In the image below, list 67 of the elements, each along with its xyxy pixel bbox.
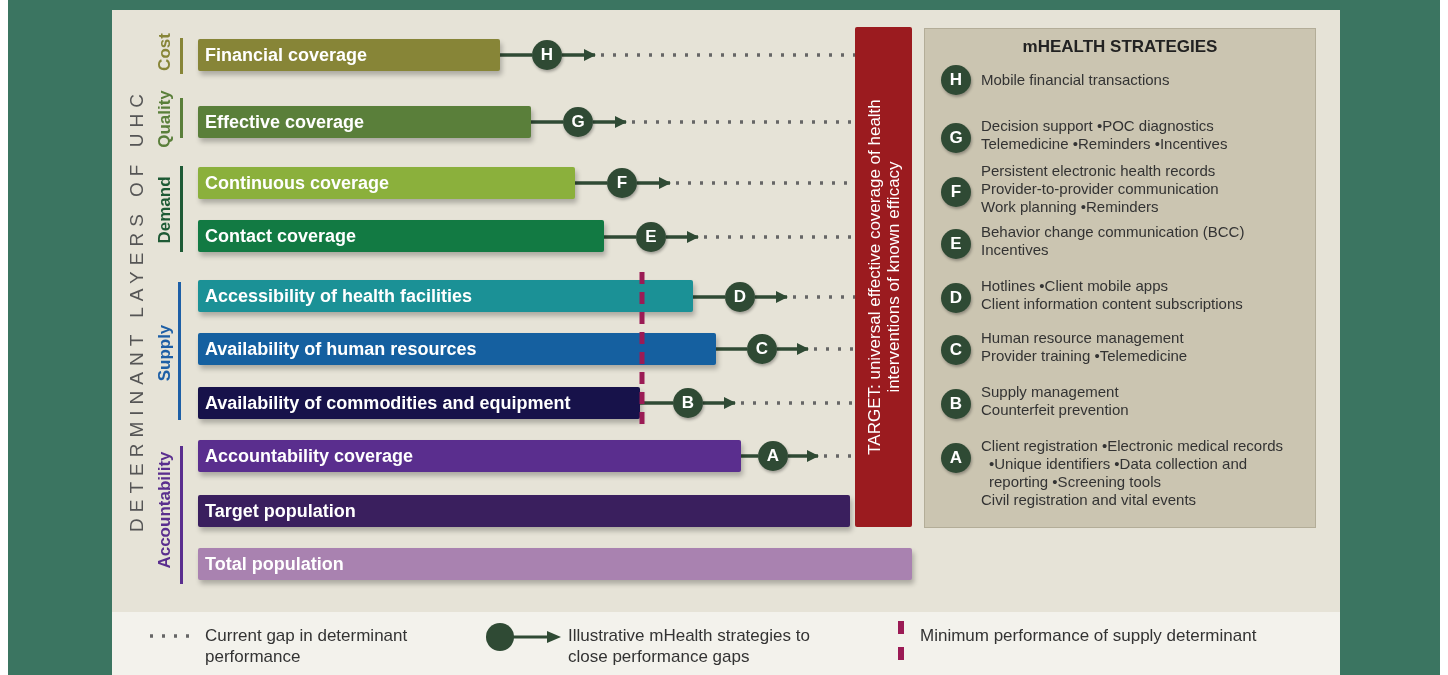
group-label: Accountability [155, 450, 175, 571]
strategy-text: Mobile financial transactions [981, 71, 1170, 89]
strategy-badge: G [941, 123, 971, 153]
legend-text: Illustrative mHealth strategies to close performance gaps [568, 625, 811, 667]
group-label: Cost [155, 32, 175, 73]
group-label: Supply [155, 323, 175, 384]
panel-title: mHEALTH STRATEGIES [1021, 37, 1219, 57]
coverage-bar: Continuous coverage [198, 167, 575, 199]
gap-line [741, 401, 855, 405]
strategy-text: Provider training •Telemedicine [981, 347, 1188, 365]
coverage-bar: Availability of commodities and equipment [198, 387, 640, 419]
connector [500, 53, 532, 57]
gap-line [814, 347, 855, 351]
strategy-badge: F [941, 177, 971, 207]
legend-text: Current gap in determinant performance [205, 625, 409, 667]
target-text: TARGET: universal effective coverage of health interventions of known efficacy [864, 98, 903, 457]
group-label: Demand [155, 175, 175, 246]
strategy-panel [924, 28, 1316, 528]
strategy-text: Behavior change communication (BCC) [981, 223, 1245, 241]
strategy-text: Supply management [981, 383, 1119, 401]
strategy-text: Incentives [981, 241, 1049, 259]
gap-line [601, 53, 855, 57]
strategy-text: Persistent electronic health records [981, 162, 1216, 180]
connector [703, 397, 736, 409]
gap-line [793, 295, 855, 299]
target-banner [855, 27, 912, 527]
connector [593, 116, 627, 128]
strategy-badge: C [941, 335, 971, 365]
strategy-badge: H [941, 65, 971, 95]
group-label: Quality [155, 89, 175, 150]
connector [666, 231, 699, 243]
strategy-text: Work planning •Reminders [981, 198, 1159, 216]
strategy-text: Provider-to-provider communication [981, 180, 1219, 198]
strategy-text: Counterfeit prevention [981, 401, 1129, 419]
connector [604, 235, 636, 239]
connector [716, 347, 747, 351]
strategy-badge: E [941, 229, 971, 259]
connector [755, 291, 788, 303]
coverage-bar: Accountability coverage [198, 440, 741, 472]
coverage-bar: Availability of human resources [198, 333, 716, 365]
coverage-bar: Financial coverage [198, 39, 500, 71]
coverage-bar: Effective coverage [198, 106, 531, 138]
strategy-text: Human resource management [981, 329, 1184, 347]
connector [640, 401, 673, 405]
strategy-text: Decision support •POC diagnostics [981, 117, 1214, 135]
connector [562, 49, 596, 61]
connector [788, 450, 819, 462]
strategy-text: Client information content subscriptions [981, 295, 1243, 313]
legend-text: Minimum performance of supply determinant [920, 625, 1258, 646]
connector [637, 177, 671, 189]
connector [777, 343, 809, 355]
coverage-bar: Target population [198, 495, 850, 527]
strategy-text: Telemedicine •Reminders •Incentives [981, 135, 1228, 153]
strategy-text: Civil registration and vital events [981, 491, 1197, 509]
coverage-bar: Contact coverage [198, 220, 604, 252]
connector [531, 120, 563, 124]
connector [575, 181, 607, 185]
strategy-badge: A [941, 443, 971, 473]
strategy-badge: B [941, 389, 971, 419]
coverage-bar: Accessibility of health facilities [198, 280, 693, 312]
coverage-bar: Total population [198, 548, 912, 580]
strategy-text: Hotlines •Client mobile apps [981, 277, 1168, 295]
connector [693, 295, 725, 299]
axis-title: DETERMINANT LAYERS OF UHC [126, 87, 148, 534]
strategy-badge: D [941, 283, 971, 313]
strategy-text: Client registration •Electronic medical records •Unique identifiers •Data collection and reporting •Screening tools [981, 437, 1285, 491]
connector [741, 454, 758, 458]
